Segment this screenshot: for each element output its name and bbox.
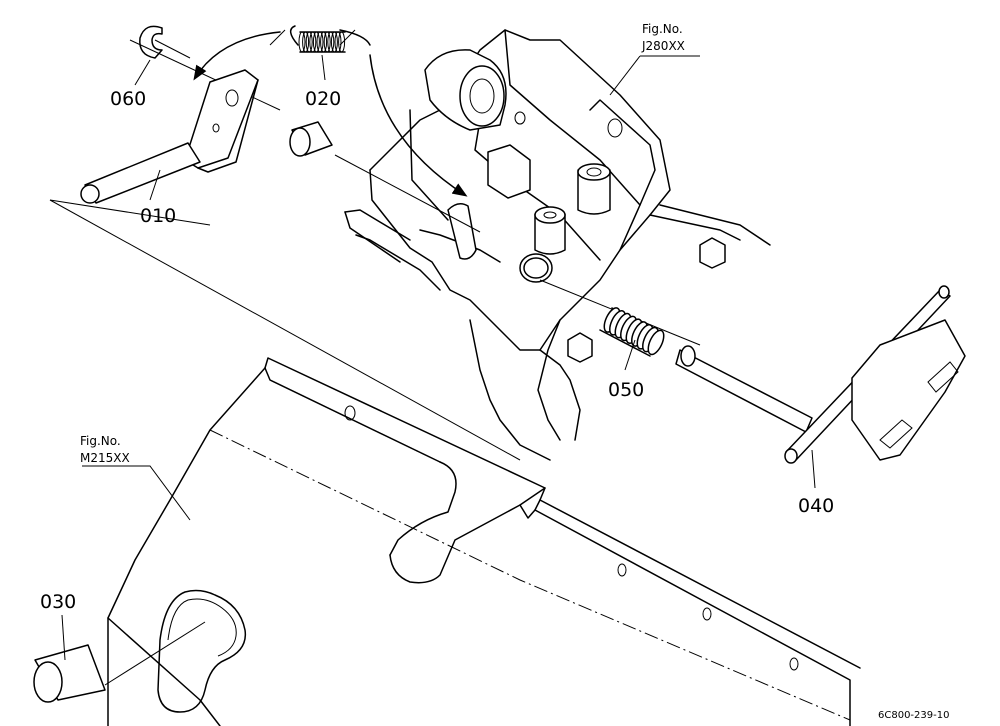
part-030-knob bbox=[33, 644, 106, 703]
leader-lines bbox=[61, 54, 816, 661]
fig-ref-lower-line2: M215XX bbox=[80, 451, 130, 465]
fig-ref-upper-line1: Fig.No. bbox=[642, 22, 683, 36]
frame-slot-plate bbox=[157, 589, 247, 713]
spring-coil bbox=[312, 31, 320, 53]
fig-ref-lower-line1: Fig.No. bbox=[80, 434, 121, 448]
fig-ref-upper-line2: J280XX bbox=[641, 39, 685, 53]
spring-coil bbox=[305, 31, 313, 53]
spring-coil bbox=[302, 31, 310, 53]
spring-coil bbox=[309, 31, 317, 53]
spring-coil bbox=[316, 31, 324, 53]
assembly-arrows bbox=[193, 31, 468, 197]
label-050: 050 bbox=[608, 379, 644, 401]
spring-coil bbox=[647, 329, 665, 356]
spring-coil bbox=[330, 31, 338, 53]
spring-coil bbox=[323, 31, 331, 53]
spring-coil bbox=[334, 31, 342, 53]
label-040: 040 bbox=[798, 495, 834, 517]
axis-lines bbox=[49, 39, 701, 686]
part-060-e-ring bbox=[139, 25, 191, 59]
spring-coil bbox=[327, 31, 335, 53]
part-050-compression-spring bbox=[599, 307, 665, 357]
label-020: 020 bbox=[305, 88, 341, 110]
chassis-frame bbox=[107, 357, 861, 726]
part-040-pedal-shaft bbox=[675, 285, 966, 464]
label-010: 010 bbox=[140, 205, 176, 227]
label-030: 030 bbox=[40, 591, 76, 613]
spring-coil bbox=[298, 31, 306, 53]
spring-coil bbox=[320, 31, 328, 53]
part-010-lever bbox=[80, 69, 259, 204]
drawing-code: 6C800-239-10 bbox=[878, 710, 949, 721]
part-020-tension-spring bbox=[269, 25, 371, 53]
collar bbox=[289, 121, 549, 279]
label-060: 060 bbox=[110, 88, 146, 110]
